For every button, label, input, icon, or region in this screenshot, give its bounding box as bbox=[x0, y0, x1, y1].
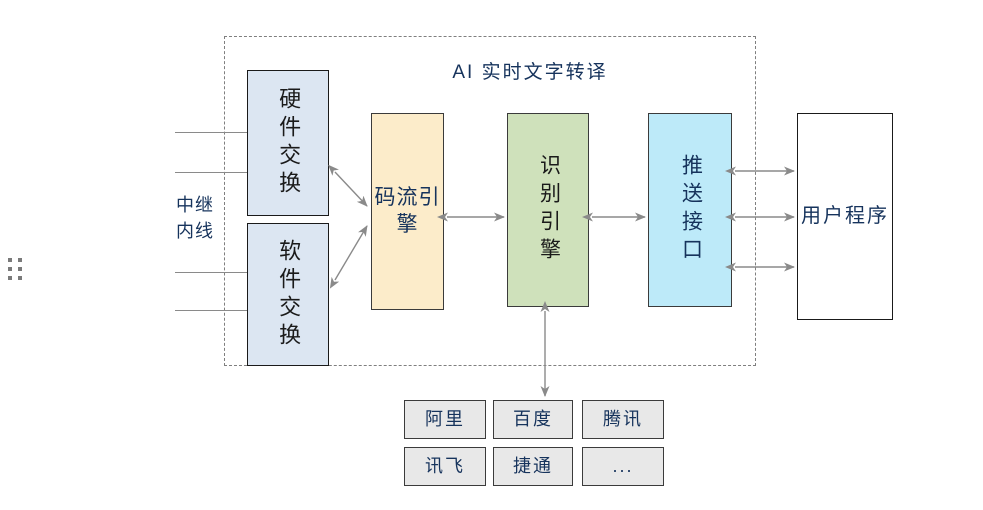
dot bbox=[8, 276, 12, 280]
dot bbox=[18, 258, 22, 262]
node-user-program[interactable]: 用户程序 bbox=[797, 113, 893, 320]
trunk-line-4 bbox=[175, 310, 248, 311]
node-stream-engine[interactable]: 码流引擎 bbox=[371, 113, 444, 310]
drag-handle-dots-icon[interactable] bbox=[8, 258, 22, 280]
trunk-label-line2: 内线 bbox=[176, 221, 214, 242]
dot bbox=[8, 258, 12, 262]
trunk-label: 中继 内线 bbox=[176, 192, 214, 244]
dot bbox=[18, 276, 22, 280]
ai-subsystem-group bbox=[224, 36, 756, 366]
vendor-box[interactable]: 百度 bbox=[493, 400, 573, 439]
vendor-box[interactable]: 阿里 bbox=[404, 400, 486, 439]
vendor-box[interactable]: 腾讯 bbox=[582, 400, 664, 439]
trunk-label-line1: 中继 bbox=[176, 195, 214, 215]
group-title: AI 实时文字转译 bbox=[452, 62, 608, 83]
node-hardware-switch[interactable]: 硬件交换 bbox=[247, 70, 329, 216]
vendor-box[interactable]: 捷通 bbox=[493, 447, 573, 486]
dot bbox=[18, 267, 22, 271]
trunk-line-1 bbox=[175, 132, 248, 133]
dot bbox=[8, 267, 12, 271]
trunk-line-2 bbox=[175, 172, 248, 173]
node-software-switch[interactable]: 软件交换 bbox=[247, 223, 329, 366]
trunk-line-3 bbox=[175, 272, 248, 273]
node-push-interface[interactable]: 推送接口 bbox=[648, 113, 732, 307]
vendor-box[interactable]: 讯飞 bbox=[404, 447, 486, 486]
node-recognition-engine[interactable]: 识别引擎 bbox=[507, 113, 589, 307]
vendor-box[interactable]: ... bbox=[582, 447, 664, 486]
